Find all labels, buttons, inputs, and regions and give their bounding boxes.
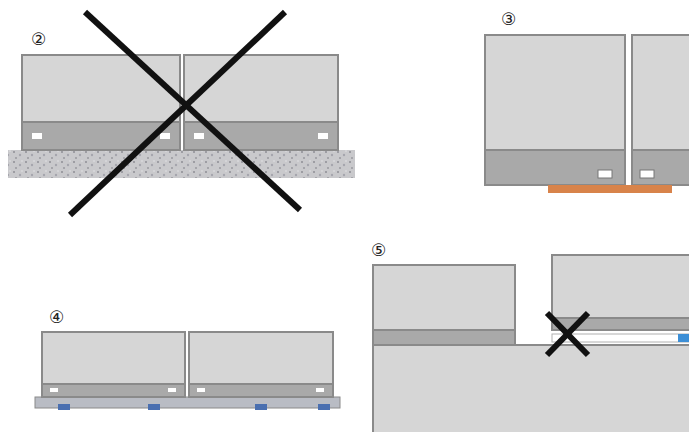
callout-number: ③ [500, 10, 517, 28]
panel-on-plate [485, 35, 689, 193]
callout-number: ⑤ [370, 241, 387, 259]
callout-number: ② [30, 30, 47, 48]
panel-on-feet [35, 332, 340, 410]
callout-number: ④ [48, 308, 65, 326]
panel-on-stone [8, 12, 355, 215]
stacked-panels [373, 255, 689, 432]
